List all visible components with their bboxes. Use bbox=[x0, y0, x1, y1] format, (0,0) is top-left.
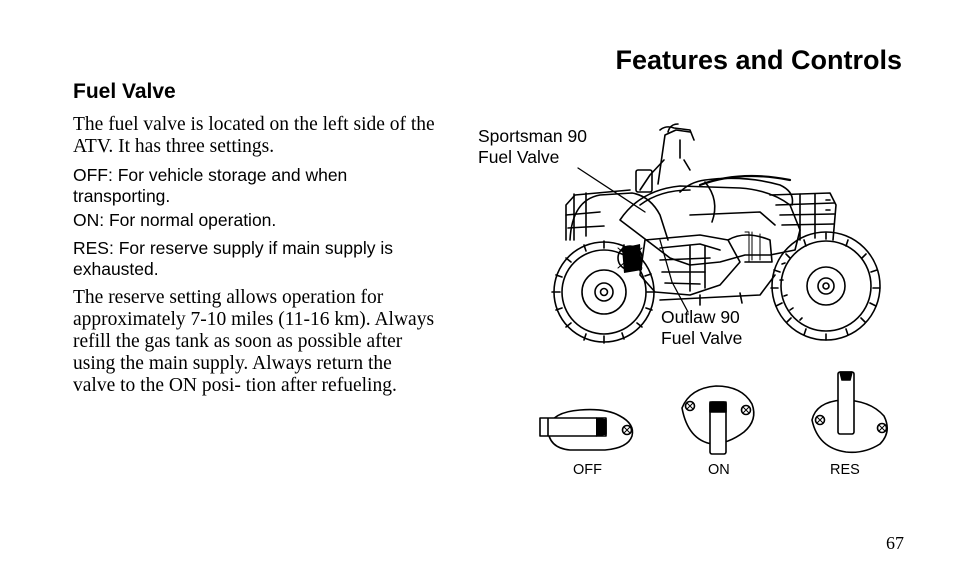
valve-label-on: ON bbox=[708, 462, 730, 478]
rear-wheel bbox=[770, 231, 881, 341]
sportsman-leader-line bbox=[577, 167, 646, 213]
reserve-note-paragraph: The reserve setting allows operation for… bbox=[73, 287, 435, 396]
chapter-title: Features and Controls bbox=[615, 45, 902, 75]
valve-res-icon bbox=[811, 371, 888, 454]
section-title: Fuel Valve bbox=[73, 80, 176, 103]
valve-off-icon bbox=[539, 408, 634, 451]
outlaw-leader-line bbox=[659, 239, 689, 313]
setting-off-text: OFF: For vehicle storage and when transp… bbox=[73, 165, 348, 206]
valve-on-icon bbox=[681, 385, 755, 455]
front-wheel bbox=[551, 240, 656, 344]
page-number: 67 bbox=[886, 533, 904, 553]
setting-on-text: ON: For normal operation. bbox=[73, 210, 277, 230]
setting-res-text: RES: For reserve supply if main supply i… bbox=[73, 238, 393, 279]
valve-label-off: OFF bbox=[573, 462, 602, 478]
callout-sportsman-fuel-valve: Sportsman 90 Fuel Valve bbox=[478, 126, 587, 167]
intro-paragraph: The fuel valve is located on the left si… bbox=[73, 114, 435, 157]
callout-outlaw-fuel-valve: Outlaw 90 Fuel Valve bbox=[661, 307, 743, 348]
valve-label-res: RES bbox=[830, 462, 860, 478]
